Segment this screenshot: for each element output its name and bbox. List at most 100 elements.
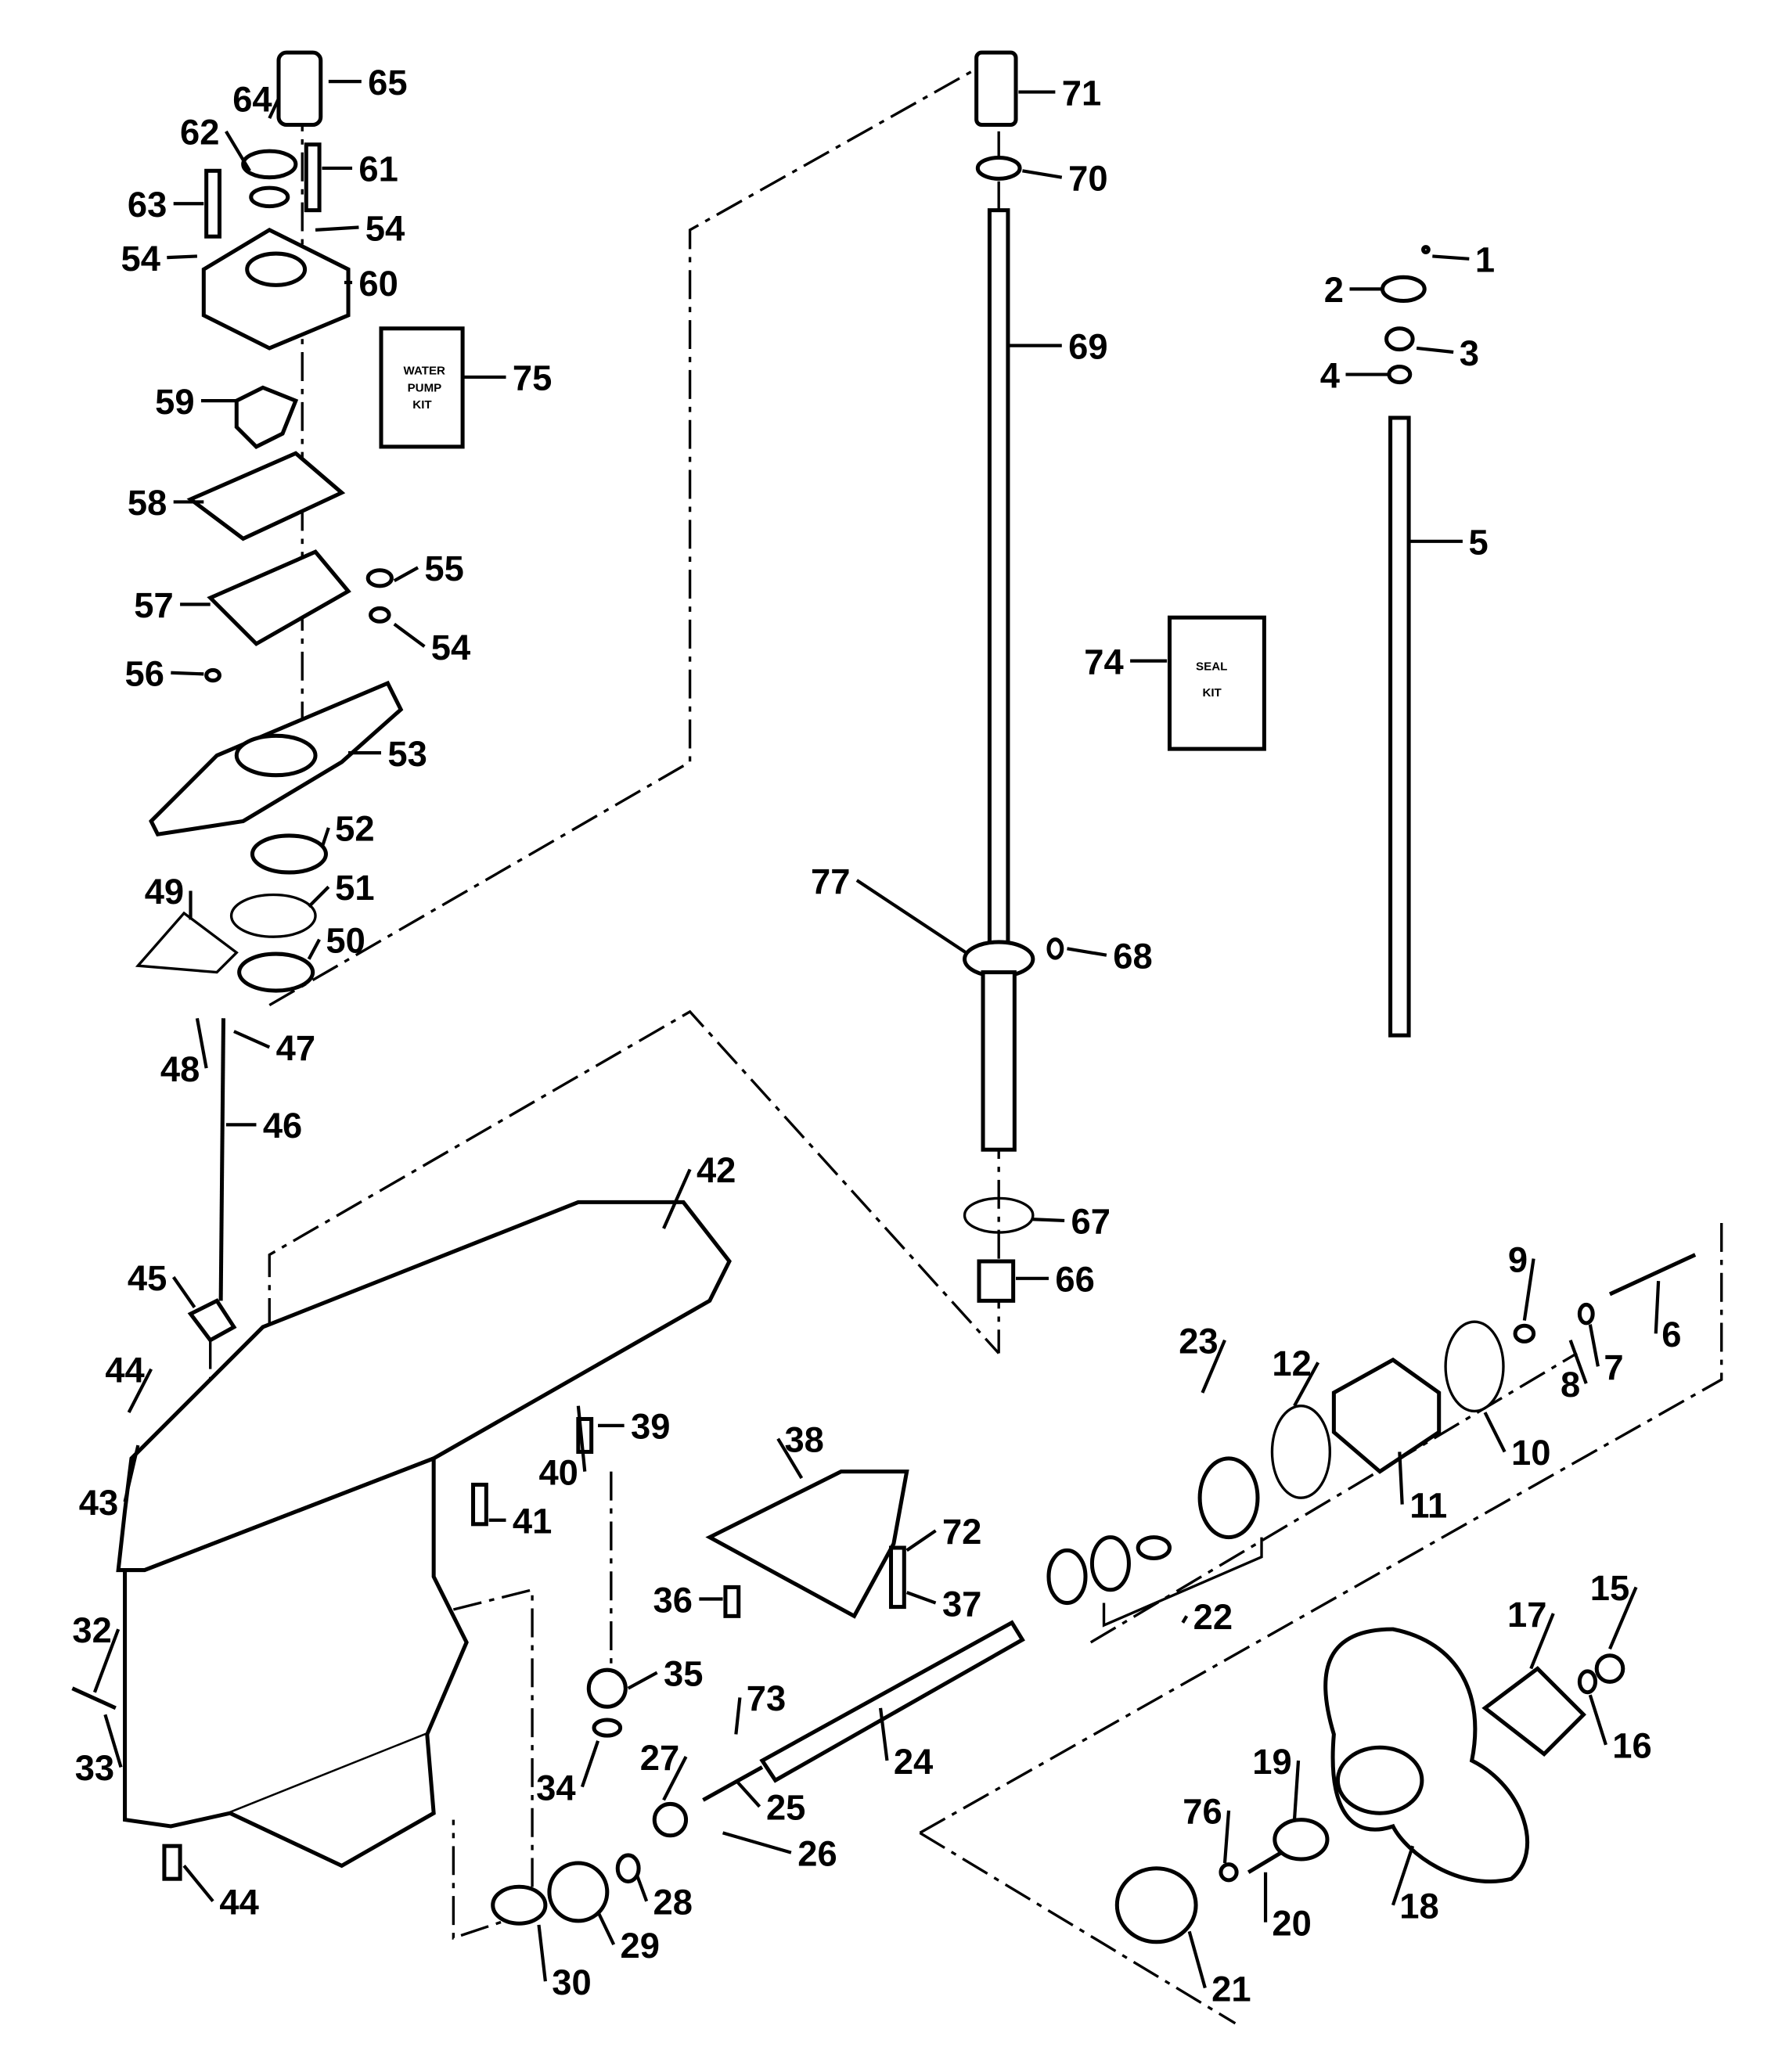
part-label-36: 36 — [653, 1580, 693, 1620]
part-label-49: 49 — [145, 872, 184, 912]
part-44 — [162, 1844, 182, 1881]
part-label-25: 25 — [766, 1788, 805, 1828]
leader-line — [1222, 1810, 1231, 1864]
part-22-washer — [1136, 1535, 1172, 1560]
part-68 — [1046, 937, 1064, 960]
leader-line — [1588, 1324, 1600, 1367]
leader-line — [662, 1168, 692, 1229]
part-label-54: 54 — [365, 208, 405, 248]
leader-line — [195, 1017, 208, 1069]
leader-line — [1529, 1613, 1555, 1670]
part-label-8: 8 — [1561, 1365, 1580, 1405]
part-label-76: 76 — [1183, 1792, 1222, 1832]
part-label-19: 19 — [1252, 1742, 1291, 1782]
gearcase-skeg — [229, 1734, 436, 1869]
part-12 — [1270, 1404, 1332, 1499]
leader-line — [393, 566, 419, 583]
leader-line — [776, 1437, 804, 1480]
leader-line — [627, 1671, 658, 1690]
part-61 — [304, 142, 322, 213]
part-label-11: 11 — [1409, 1485, 1447, 1525]
part-label-52: 52 — [335, 809, 374, 849]
part-label-48: 48 — [160, 1049, 200, 1089]
part-label-17: 17 — [1507, 1595, 1546, 1635]
part-label-60: 60 — [358, 264, 398, 304]
leader-line — [233, 1030, 271, 1049]
leader-line — [1432, 254, 1470, 261]
part-65 — [276, 50, 323, 128]
part-label-41: 41 — [513, 1502, 552, 1541]
part-35 — [586, 1667, 628, 1709]
part-label-5: 5 — [1468, 523, 1488, 563]
part-62 — [249, 185, 290, 209]
part-64 — [241, 149, 298, 180]
part-25 — [702, 1765, 764, 1802]
part-label-43: 43 — [79, 1483, 118, 1523]
part-label-40: 40 — [538, 1452, 578, 1492]
part-21 — [1114, 1866, 1198, 1944]
part-46 — [218, 1018, 226, 1301]
leader-line — [635, 1876, 649, 1902]
part-label-15: 15 — [1590, 1568, 1629, 1608]
part-50 — [237, 951, 315, 993]
part-51 — [229, 893, 317, 938]
kit-text: PUMP — [408, 381, 442, 394]
part-32 — [71, 1686, 117, 1710]
leader-line — [1608, 1586, 1638, 1650]
axis-line — [1089, 1352, 1578, 1644]
shift-rod-group — [1380, 245, 1431, 1038]
part-60-bore — [245, 251, 308, 287]
part-67 — [963, 1196, 1035, 1234]
leader-line — [1292, 1760, 1301, 1820]
part-label-64: 64 — [232, 80, 272, 120]
leader-line — [127, 1368, 153, 1414]
assembly-line — [919, 1831, 1237, 2025]
part-label-65: 65 — [368, 63, 407, 103]
part-56 — [204, 667, 221, 683]
part-29 — [547, 1861, 610, 1923]
part-label-59: 59 — [155, 382, 194, 422]
part-38 — [705, 1469, 909, 1619]
leader-line — [855, 879, 967, 955]
leader-line — [1032, 1218, 1065, 1223]
water-pump-group: WATER PUMP KIT — [135, 50, 465, 993]
leader-line — [1398, 1451, 1404, 1505]
leader-line — [103, 1714, 123, 1768]
part-label-45: 45 — [128, 1258, 167, 1298]
part-label-47: 47 — [276, 1028, 315, 1068]
part-label-39: 39 — [631, 1407, 670, 1447]
part-58 — [186, 451, 346, 541]
part-17 — [1481, 1666, 1586, 1757]
part-57 — [207, 549, 351, 646]
part-label-56: 56 — [125, 654, 164, 694]
part-gear — [1197, 1456, 1260, 1540]
part-36 — [723, 1585, 741, 1618]
part-label-54: 54 — [431, 628, 470, 667]
part-label-51: 51 — [335, 868, 374, 908]
part-label-74: 74 — [1084, 642, 1123, 682]
leader-line — [1588, 1694, 1607, 1746]
part-11 — [1331, 1357, 1442, 1474]
part-label-57: 57 — [134, 585, 173, 625]
part-22-bearing — [1089, 1535, 1131, 1592]
leader-line — [123, 1444, 140, 1502]
part-label-6: 6 — [1661, 1315, 1681, 1354]
part-2 — [1380, 275, 1427, 304]
part-label-26: 26 — [797, 1833, 837, 1873]
driveshaft-group: SEAL KIT — [963, 50, 1266, 1303]
part-label-27: 27 — [640, 1738, 679, 1778]
part-label-66: 66 — [1055, 1260, 1094, 1300]
part-label-44: 44 — [105, 1350, 144, 1390]
leader-line — [1067, 947, 1107, 957]
leader-line — [1522, 1258, 1535, 1321]
leader-line — [905, 1591, 937, 1605]
part-74-box — [1167, 615, 1266, 751]
part-label-35: 35 — [664, 1653, 703, 1693]
part-6 — [1608, 1253, 1697, 1297]
part-72 — [888, 1545, 906, 1610]
leader-line — [268, 98, 280, 120]
part-60 — [201, 227, 351, 351]
part-10 — [1444, 1320, 1505, 1413]
